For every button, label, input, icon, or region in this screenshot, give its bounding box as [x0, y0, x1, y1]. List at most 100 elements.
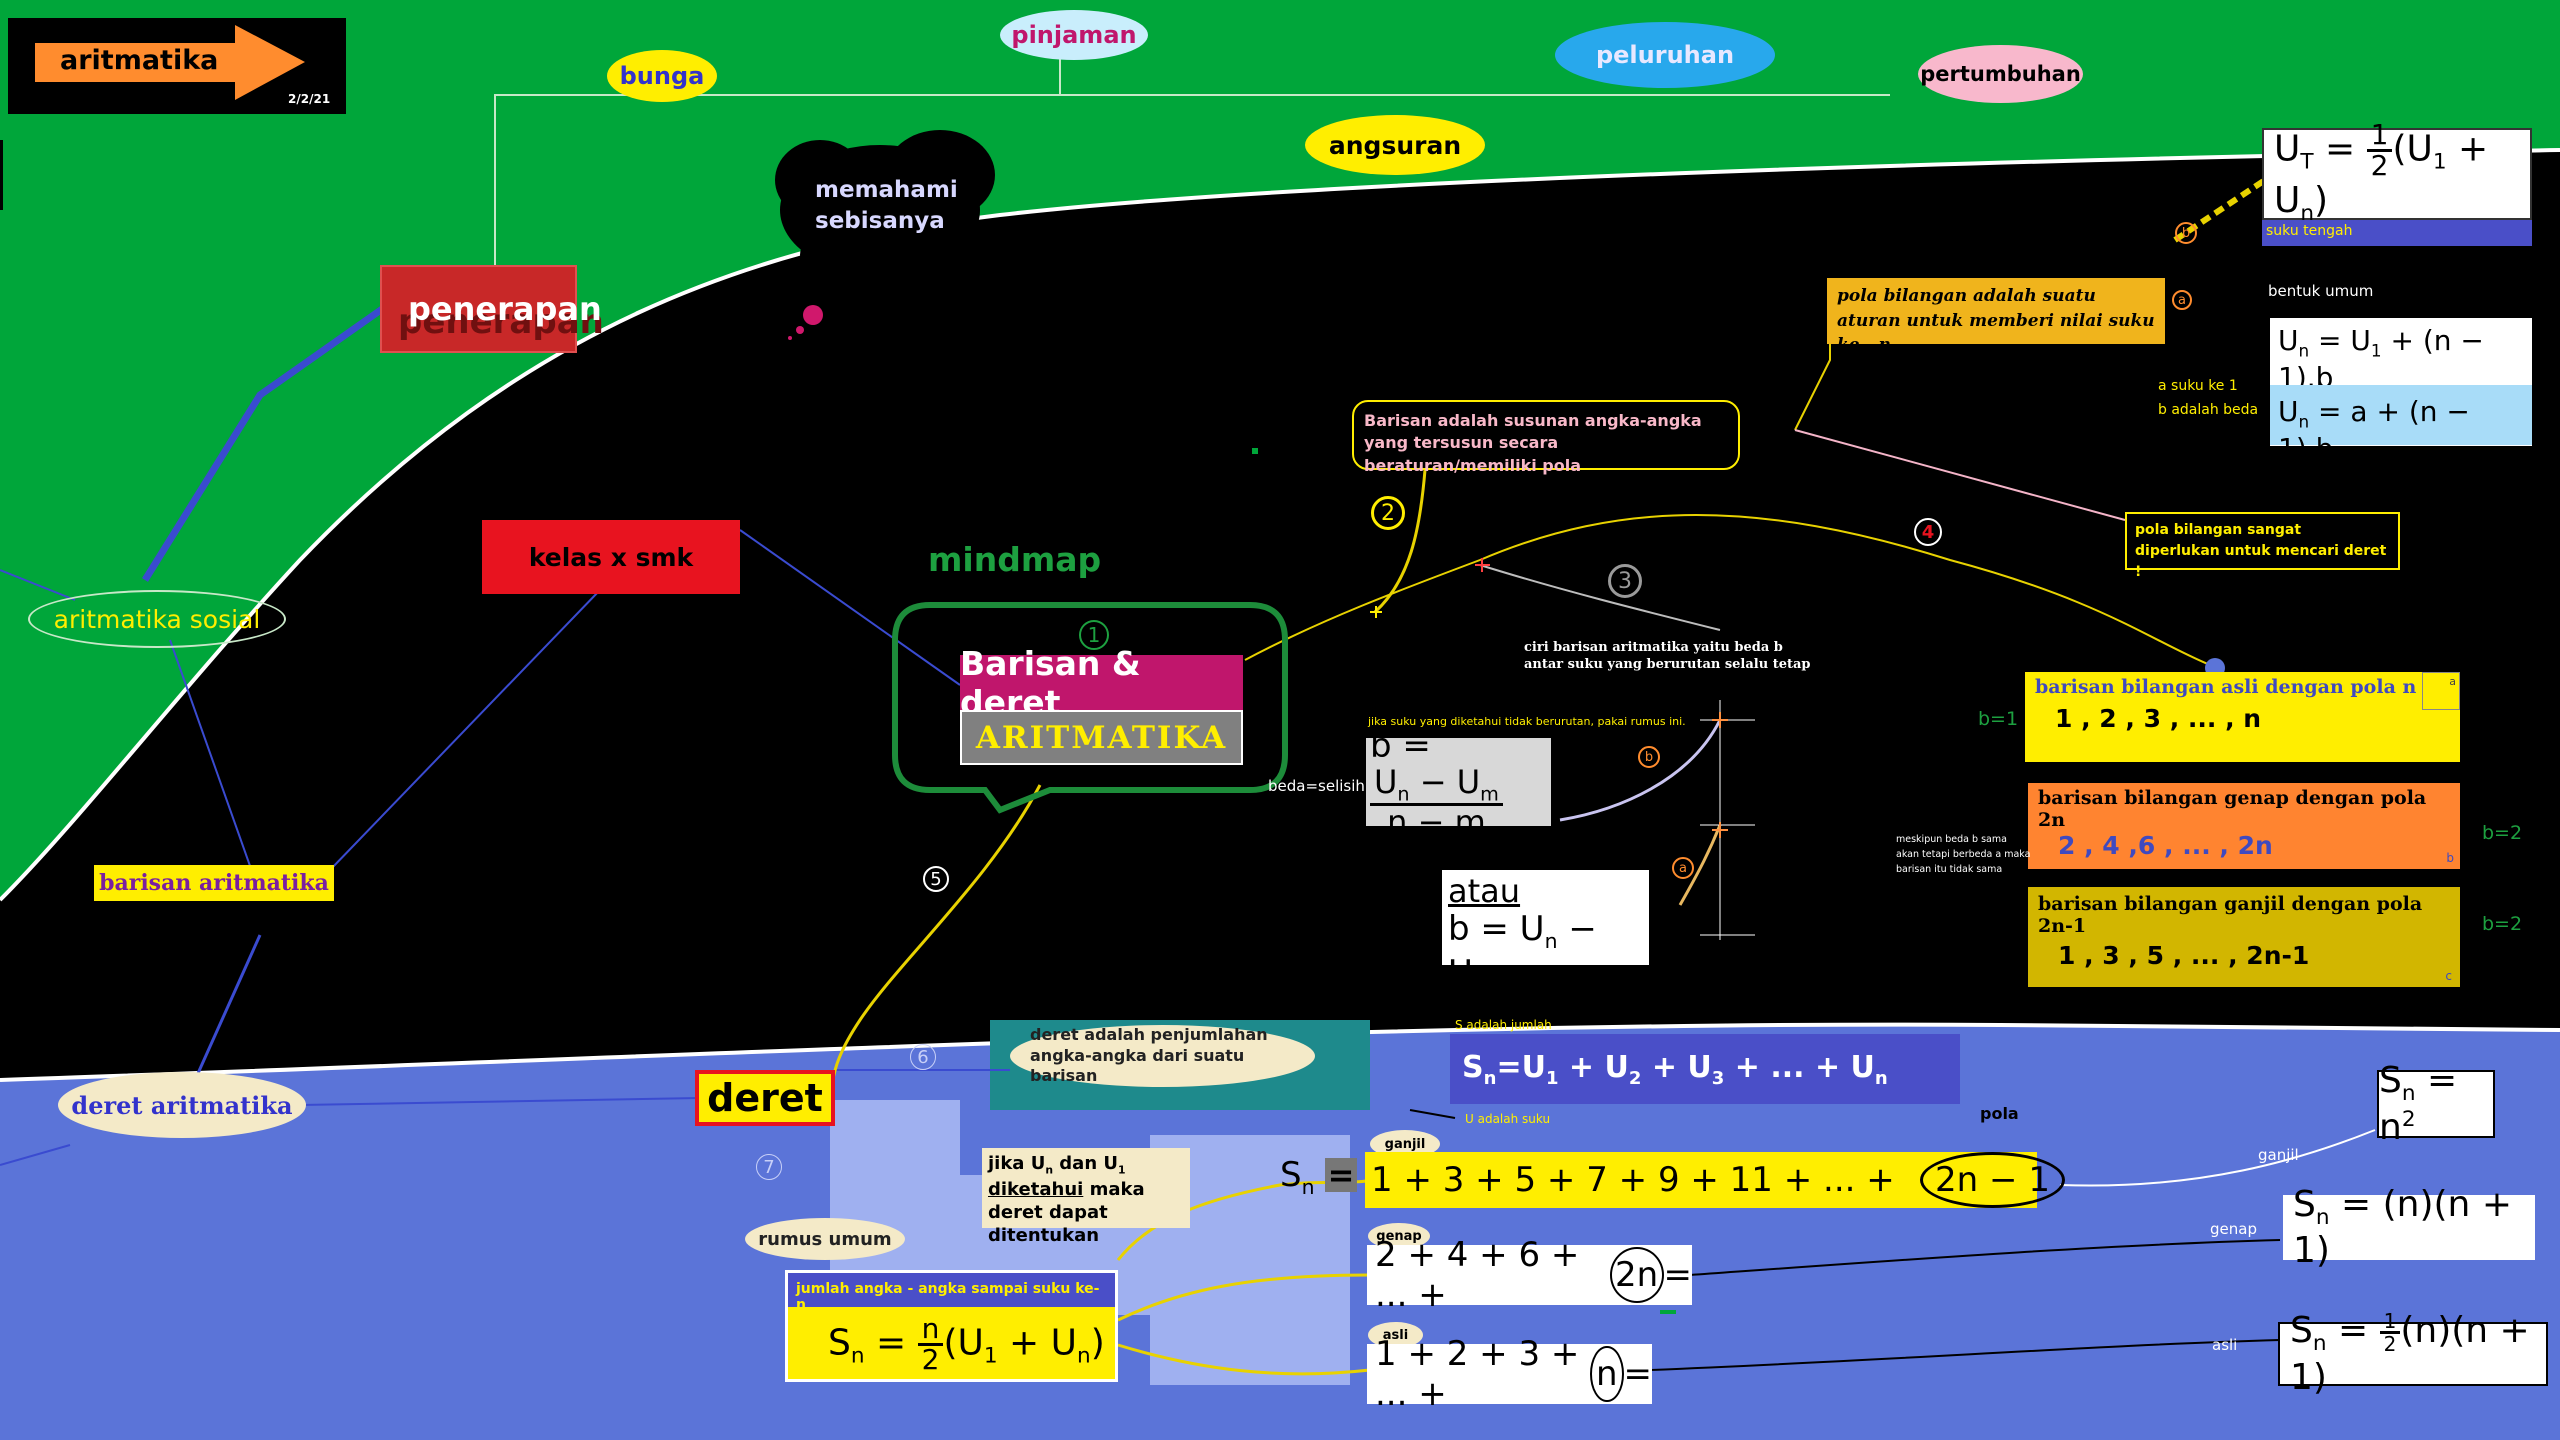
yellow-path — [1373, 469, 1427, 614]
graph-curve — [1678, 824, 1722, 906]
sums-eq-box: = — [1325, 1156, 1357, 1194]
yellow-path — [1117, 1273, 1371, 1322]
u-label: U adalah suku — [1465, 1112, 1551, 1126]
jumlah-box: jumlah angka - angka sampai suku ke-n Sn… — [785, 1270, 1118, 1382]
thought-cloud — [775, 130, 995, 340]
penerapan-box — [380, 265, 577, 353]
cross — [1370, 606, 1382, 618]
step-5: 5 — [923, 866, 949, 892]
beda-alt-box: atau b = Un − Un−1 — [1442, 870, 1649, 997]
pola-asli-b: b=1 — [1978, 708, 2019, 730]
marker-a: a — [2172, 290, 2192, 310]
graph-curve — [1559, 719, 1722, 822]
mindmap-label: mindmap — [928, 540, 1102, 579]
rumus-umum: rumus umum — [745, 1218, 905, 1260]
yellow-path — [1794, 325, 1831, 431]
green-region — [0, 0, 2560, 900]
deret-node: deret — [695, 1070, 835, 1126]
result-line — [1689, 1239, 2281, 1276]
ganjil-last-circle: 2n − 1 — [1920, 1152, 2065, 1208]
node-barisan-aritmatika: barisan aritmatika — [94, 865, 334, 901]
sums-sn: Sn — [1280, 1155, 1315, 1199]
grey-path — [1479, 564, 1721, 631]
title-callout — [892, 602, 1288, 814]
cross — [1712, 712, 1728, 728]
pola-note: pola bilangan sangat diperlukan untuk me… — [2125, 512, 2400, 580]
s-label: S adalah jumlah — [1455, 1018, 1552, 1032]
suku1-label: a suku ke 1 — [2158, 378, 2238, 394]
asli-last-circle: n — [1590, 1346, 1624, 1402]
yellow-path — [1117, 1343, 1371, 1376]
left-marker — [0, 140, 3, 210]
graph-marker-a: a — [1672, 857, 1694, 879]
tag-pinjaman: pinjaman — [1000, 10, 1148, 60]
meskipun-note: meskipun beda b sama akan tetapi berbeda… — [1896, 834, 2031, 876]
ciri-line1: ciri barisan aritmatika yaitu beda b — [1524, 640, 1783, 655]
cloud-text: memahami sebisanya — [815, 177, 958, 235]
node-aritmatika-sosial: aritmatika sosial — [28, 590, 286, 648]
pola-ganjil-box: barisan bilangan ganjil dengan pola 2n-1… — [2028, 887, 2460, 987]
pola-definition: pola bilangan adalah suatu aturan untuk … — [1827, 278, 2165, 355]
ciri-note: jika suku yang diketahui tidak berurutan… — [1368, 715, 1686, 728]
pink-path — [1794, 429, 2126, 521]
pola-genap-b: b=2 — [2482, 822, 2523, 844]
result-line — [1409, 1109, 1456, 1119]
connector — [193, 934, 262, 1081]
tag-pertumbuhan: pertumbuhan — [1918, 45, 2083, 103]
connector — [0, 1144, 71, 1166]
step-4: 4 — [1914, 518, 1942, 546]
step-2: 2 — [1371, 496, 1405, 530]
deret-definition: deret adalah penjumlahan angka-angka dar… — [1010, 1025, 1315, 1087]
pola-asli-tag: a — [2422, 672, 2460, 710]
connector — [0, 569, 76, 601]
res-genap-lbl: genap — [2210, 1220, 2257, 1238]
jika-box: jika Un dan U1 diketahui maka deret dapa… — [982, 1148, 1190, 1246]
connector — [739, 529, 961, 686]
step-1: 1 — [1079, 620, 1109, 650]
beda-selisih: beda=selisih — [1268, 777, 1365, 795]
genap-last-circle: 2n — [1609, 1247, 1664, 1303]
beda-label: b adalah beda — [2158, 402, 2259, 418]
sum-asli-box: 1 + 2 + 3 + ... + n = — [1367, 1334, 1652, 1414]
connector — [299, 1097, 701, 1106]
cross — [1475, 558, 1490, 572]
pola-asli-box: barisan bilangan asli dengan pola n 1 , … — [2025, 672, 2460, 762]
title-top: Barisan & deret — [960, 644, 1243, 722]
graph-axis — [1700, 700, 1755, 940]
tag-peluruhan: peluruhan — [1555, 22, 1775, 88]
pola-genap-box: barisan bilangan genap dengan pola 2n 2 … — [2028, 783, 2460, 869]
pola-ganjil-b: b=2 — [2482, 913, 2523, 935]
suku-tengah-label-bar: suku tengah — [2262, 220, 2532, 246]
res-ganjil-box: Sn = n2 — [2377, 1060, 2495, 1148]
bentuk-umum-label: bentuk umum — [2268, 282, 2374, 300]
result-line — [2059, 1129, 2376, 1187]
res-ganjil-lbl: ganjil — [2258, 1146, 2299, 1164]
cross — [1712, 822, 1728, 838]
connector — [142, 297, 398, 582]
tag-bunga: bunga — [607, 50, 717, 102]
arrow-icon — [35, 25, 305, 100]
node-deret-aritmatika: deret aritmatika — [58, 1072, 306, 1138]
header-date: 2/2/21 — [288, 92, 331, 106]
sum-genap-box: 2 + 4 + 6 + ... + 2n = — [1367, 1235, 1692, 1315]
connector — [329, 589, 601, 871]
result-line — [1649, 1339, 2281, 1371]
tag-asli: asli — [1368, 1322, 1423, 1348]
graph-marker-b: b — [1638, 746, 1660, 768]
res-asli-lbl: asli — [2212, 1336, 2238, 1354]
step-3: 3 — [1608, 564, 1642, 598]
penerapan-label: penerapan — [408, 290, 602, 328]
bentuk-umum-alt: Un = a + (n − 1).b — [2270, 385, 2532, 465]
connector — [494, 94, 1890, 265]
ciri-line2: antar suku yang berurutan selalu tetap — [1524, 657, 1811, 672]
penerapan-shadow: penerapan — [398, 302, 604, 342]
marker-b: b — [2175, 222, 2197, 244]
step-7: 7 — [756, 1154, 782, 1180]
connector — [169, 639, 256, 881]
barisan-definition: Barisan adalah susunan angka-angka yang … — [1352, 400, 1740, 475]
